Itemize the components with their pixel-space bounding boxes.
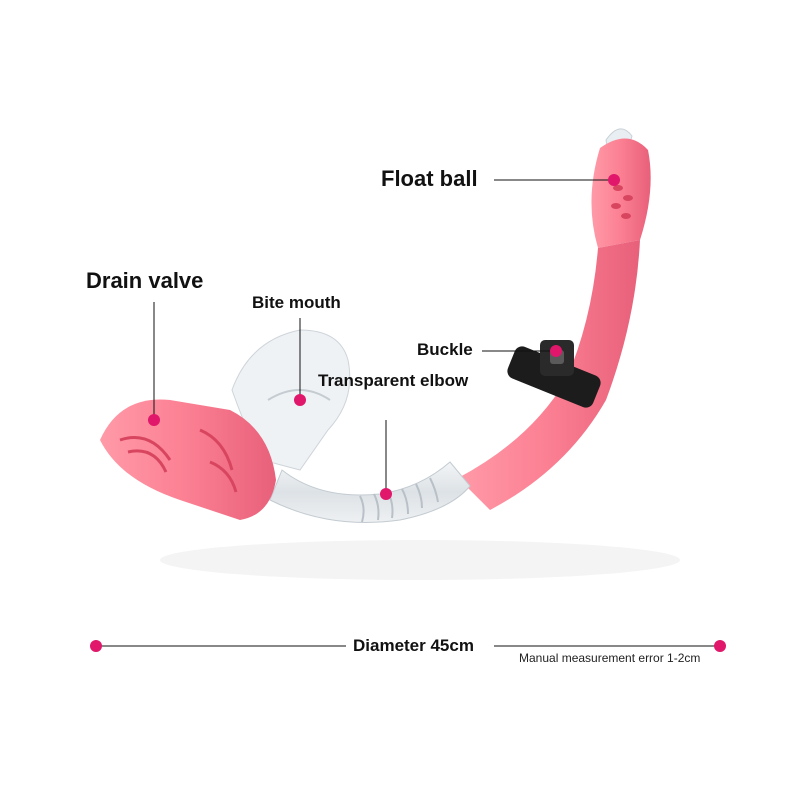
- transparent-elbow-label: Transparent elbow: [318, 371, 469, 390]
- bite-mouth-label: Bite mouth: [252, 293, 341, 312]
- float-ball-housing: [591, 138, 651, 248]
- buckle-label: Buckle: [417, 340, 473, 359]
- leader-lines: [102, 179, 716, 647]
- diameter-label: Diameter 45cm: [353, 636, 474, 655]
- float-ball-label: Float ball: [381, 166, 478, 191]
- drain-valve-label: Drain valve: [86, 268, 204, 293]
- transparent-elbow-marker: [380, 488, 392, 500]
- drain-valve-housing: [100, 399, 276, 520]
- drain-valve-marker: [148, 414, 160, 426]
- diameter-right-marker: [714, 640, 726, 652]
- transparent-elbow: [269, 461, 471, 523]
- main-tube: [458, 240, 640, 510]
- drain-valve-grille: [119, 428, 238, 493]
- floor-shadow: [160, 540, 680, 580]
- buckle-clip: [507, 340, 601, 408]
- measurement-note: Manual measurement error 1-2cm: [519, 651, 701, 665]
- diameter-left-marker: [90, 640, 102, 652]
- callout-markers: [90, 174, 726, 652]
- buckle-marker: [550, 345, 562, 357]
- float-ball-marker: [608, 174, 620, 186]
- bite-mouth-marker: [294, 394, 306, 406]
- float-ball-vents: [611, 185, 633, 219]
- bite-detail: [267, 389, 331, 401]
